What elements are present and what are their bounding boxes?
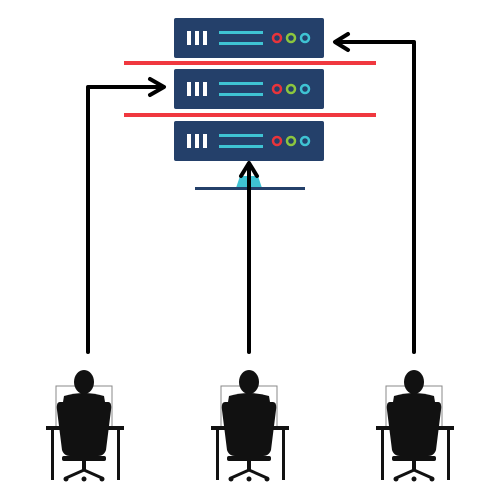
chair-seat [227, 456, 271, 461]
vent-lines-icon [219, 134, 263, 148]
desk-leg [282, 430, 285, 480]
chair-wheel [81, 476, 87, 482]
person-at-desk-icon [376, 370, 454, 482]
drive-bays-icon [187, 82, 207, 96]
chair-wheel [411, 476, 417, 482]
arrow-head-icon [148, 77, 166, 97]
arrow-head-icon [333, 32, 350, 52]
server-unit-bottom [174, 121, 324, 161]
desk-leg [117, 430, 120, 480]
arrow-head-icon [239, 161, 259, 178]
red-led-icon [271, 83, 283, 95]
chair-base [230, 468, 268, 480]
red-led-icon [271, 135, 283, 147]
red-separator-line [124, 61, 376, 65]
arrow-left-to-middle-unit [86, 85, 160, 354]
chair-wheel [246, 476, 252, 482]
chair-wheel [63, 476, 69, 482]
desk-leg [447, 430, 450, 480]
chair-stem [82, 461, 86, 471]
chair-wheel [99, 476, 105, 482]
server-unit-body [174, 18, 324, 58]
chair-back [56, 402, 112, 456]
server-unit-body [174, 121, 324, 161]
chair-seat [392, 456, 436, 461]
cyan-led-icon [299, 135, 311, 147]
server-unit-body [174, 69, 324, 109]
server-unit-top [174, 18, 324, 58]
green-led-icon [285, 32, 297, 44]
chair-wheel [429, 476, 435, 482]
connection-arrows [86, 32, 416, 354]
vent-lines-icon [219, 82, 263, 96]
chair-stem [247, 461, 251, 471]
cyan-led-icon [299, 83, 311, 95]
user-workstation-right [376, 370, 454, 482]
desk-leg [216, 430, 219, 480]
chair-stem [412, 461, 416, 471]
desk-leg [51, 430, 54, 480]
red-separator-line [124, 113, 376, 117]
chair-back [386, 402, 442, 456]
chair-wheel [264, 476, 270, 482]
desk-leg [381, 430, 384, 480]
arrow-right-to-top-unit [338, 40, 416, 354]
user-workstations [46, 370, 454, 482]
user-workstation-center [211, 370, 289, 482]
cyan-led-icon [299, 32, 311, 44]
server-unit-middle [174, 69, 324, 109]
user-workstation-left [46, 370, 124, 482]
person-at-desk-icon [46, 370, 124, 482]
chair-back [221, 402, 277, 456]
drive-bays-icon [187, 31, 207, 45]
chair-seat [62, 456, 106, 461]
chair-wheel [393, 476, 399, 482]
chair-base [395, 468, 433, 480]
person-head [74, 370, 94, 394]
person-at-desk-icon [211, 370, 289, 482]
chair-wheel [228, 476, 234, 482]
chair-base [65, 468, 103, 480]
red-led-icon [271, 32, 283, 44]
drive-bays-icon [187, 134, 207, 148]
green-led-icon [285, 135, 297, 147]
person-head [239, 370, 259, 394]
green-led-icon [285, 83, 297, 95]
vent-lines-icon [219, 31, 263, 45]
person-head [404, 370, 424, 394]
